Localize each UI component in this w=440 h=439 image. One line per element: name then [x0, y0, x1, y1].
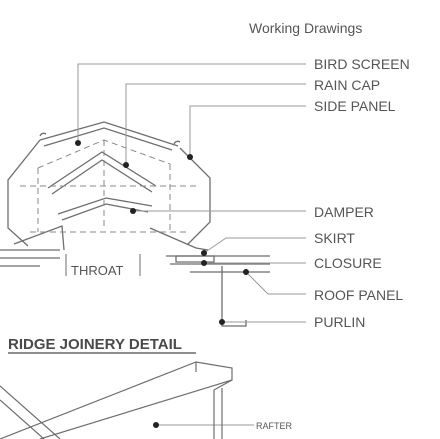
- cap-hem: [39, 132, 181, 145]
- label-skirt: SKIRT: [314, 230, 355, 246]
- section-title: RIDGE JOINERY DETAIL: [8, 336, 182, 353]
- purlin-shape: [221, 266, 247, 327]
- ridge-board: [0, 361, 233, 439]
- leader-dots: [75, 140, 249, 428]
- label-closure: CLOSURE: [314, 255, 382, 271]
- label-side-panel: SIDE PANEL: [314, 98, 396, 114]
- label-rain-cap: RAIN CAP: [314, 77, 380, 93]
- label-purlin: PURLIN: [314, 314, 365, 330]
- leader-lines: [77, 63, 306, 426]
- damper-blade: [57, 197, 153, 221]
- ridge-joinery-drawing: [0, 361, 233, 439]
- ridge-edge: [195, 362, 233, 391]
- sheet-title: Working Drawings: [249, 20, 362, 36]
- label-damper: DAMPER: [314, 204, 374, 220]
- throat-label: THROAT: [71, 263, 124, 278]
- side-panel-outline: [7, 139, 211, 247]
- inner-baffle: [47, 151, 157, 195]
- closure-block: [175, 255, 215, 263]
- rafter-vertical: [213, 388, 223, 439]
- callout-labels: BIRD SCREEN RAIN CAP SIDE PANEL DAMPER S…: [314, 56, 410, 330]
- label-rafter: RAFTER: [256, 421, 293, 431]
- label-bird-screen: BIRD SCREEN: [314, 56, 410, 72]
- rain-cap-outline: [39, 121, 179, 151]
- label-roof-panel: ROOF PANEL: [314, 287, 403, 303]
- skirt-outline: [13, 225, 209, 251]
- ventilator-body: [0, 121, 270, 327]
- rafter-line-left: [0, 385, 61, 439]
- throat-dimension: [65, 254, 141, 276]
- hidden-lines: [20, 139, 196, 234]
- roof-panel-lines: [0, 249, 270, 273]
